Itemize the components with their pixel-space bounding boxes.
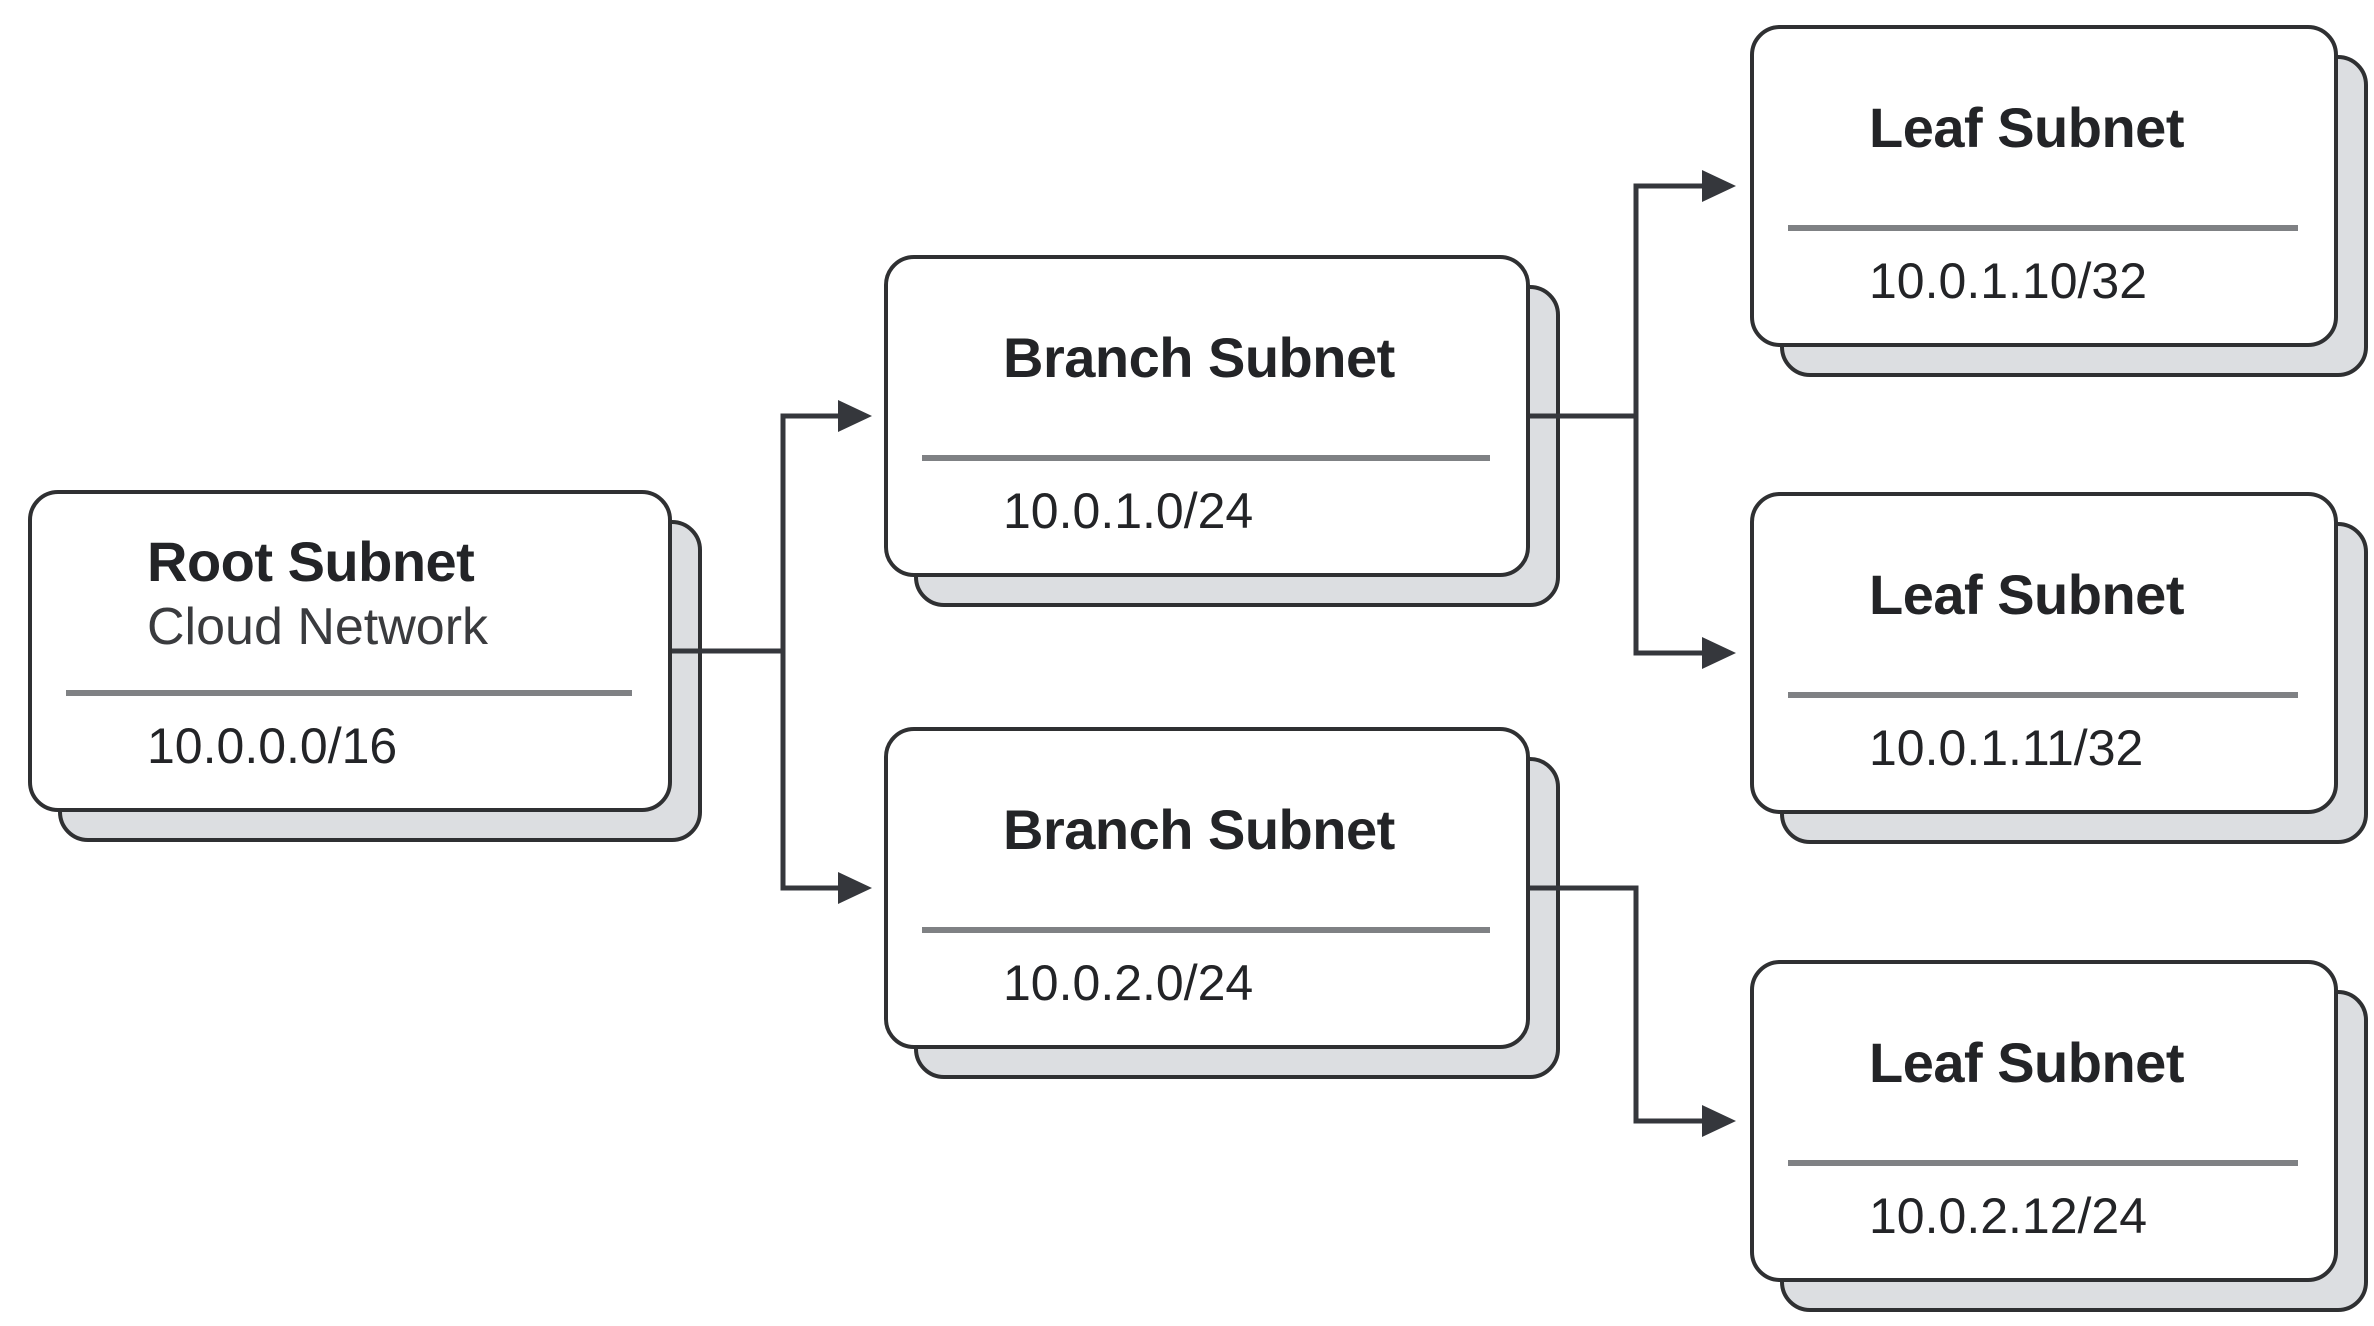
node-leaf-subnet-1: Leaf Subnet 10.0.1.10/32 [1750, 25, 2368, 377]
node-cidr: 10.0.2.0/24 [1003, 955, 1254, 1011]
node-leaf-subnet-2: Leaf Subnet 10.0.1.11/32 [1750, 492, 2368, 844]
card-header: Leaf Subnet [1754, 964, 2334, 1162]
arrow-head-branch-2 [838, 872, 872, 904]
node-subtitle: Cloud Network [147, 598, 489, 656]
arrow-head-leaf-1 [1702, 170, 1736, 202]
node-title: Leaf Subnet [1869, 1031, 2184, 1094]
node-title: Leaf Subnet [1869, 563, 2184, 626]
card-header: Branch Subnet [888, 731, 1526, 929]
node-root-subnet: Root Subnet Cloud Network 10.0.0.0/16 [28, 490, 702, 842]
arrow-head-leaf-3 [1702, 1105, 1736, 1137]
card-divider [1788, 225, 2298, 231]
node-branch-subnet-2: Branch Subnet 10.0.2.0/24 [884, 727, 1560, 1079]
node-cidr: 10.0.1.0/24 [1003, 483, 1254, 539]
subnet-card: Branch Subnet 10.0.2.0/24 [884, 727, 1530, 1049]
arrow-head-branch-1 [838, 400, 872, 432]
card-divider [66, 690, 632, 696]
card-header: Branch Subnet [888, 259, 1526, 457]
node-cidr: 10.0.2.12/24 [1869, 1188, 2148, 1244]
card-divider [922, 927, 1490, 933]
subnet-card: Leaf Subnet 10.0.1.10/32 [1750, 25, 2338, 347]
node-title: Branch Subnet [1003, 326, 1395, 389]
subnet-card: Branch Subnet 10.0.1.0/24 [884, 255, 1530, 577]
subnet-card: Leaf Subnet 10.0.1.11/32 [1750, 492, 2338, 814]
connector-branch1-leaves [1633, 183, 1706, 656]
subnet-card: Root Subnet Cloud Network 10.0.0.0/16 [28, 490, 672, 812]
card-divider [1788, 1160, 2298, 1166]
node-branch-subnet-1: Branch Subnet 10.0.1.0/24 [884, 255, 1560, 607]
node-leaf-subnet-3: Leaf Subnet 10.0.2.12/24 [1750, 960, 2368, 1312]
arrow-head-leaf-2 [1702, 637, 1736, 669]
node-cidr: 10.0.1.11/32 [1869, 720, 2144, 776]
node-title: Leaf Subnet [1869, 96, 2184, 159]
node-cidr: 10.0.1.10/32 [1869, 253, 2148, 309]
connector-root-branches [780, 413, 842, 891]
node-title: Branch Subnet [1003, 798, 1395, 861]
card-divider [1788, 692, 2298, 698]
node-cidr: 10.0.0.0/16 [147, 718, 398, 774]
card-header: Leaf Subnet [1754, 29, 2334, 227]
node-title: Root Subnet [147, 530, 475, 593]
card-header: Leaf Subnet [1754, 496, 2334, 694]
card-divider [922, 455, 1490, 461]
card-header: Root Subnet Cloud Network [32, 494, 668, 692]
subnet-card: Leaf Subnet 10.0.2.12/24 [1750, 960, 2338, 1282]
